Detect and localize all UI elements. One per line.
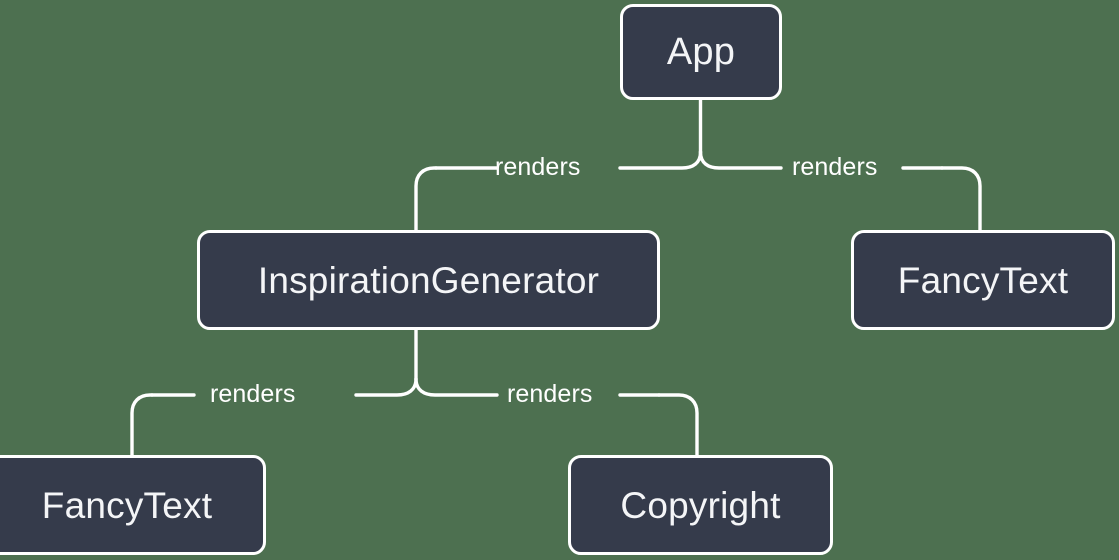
node-fancytext-right[interactable]: FancyText xyxy=(851,230,1115,330)
node-app[interactable]: App xyxy=(620,4,782,100)
edge-label-app-to-inspiration-generator: renders xyxy=(495,153,581,181)
edge-app-split-left xyxy=(618,150,703,170)
edge-label-inspiration-generator-to-fancytext-bottom: renders xyxy=(210,380,296,408)
node-fancytext-bottom[interactable]: FancyText xyxy=(0,455,266,555)
edge-ig-split-right xyxy=(414,377,499,397)
node-fancytext-right-label: FancyText xyxy=(897,259,1069,301)
node-inspiration-generator-label: InspirationGenerator xyxy=(257,259,600,301)
node-inspiration-generator[interactable]: InspirationGenerator xyxy=(197,230,660,330)
edge-app-split-right xyxy=(698,150,783,170)
edge-ig-split-left xyxy=(354,377,418,397)
node-copyright-label: Copyright xyxy=(620,484,781,526)
edge-label-inspiration-generator-to-copyright: renders xyxy=(507,380,593,408)
node-fancytext-bottom-label: FancyText xyxy=(41,484,213,526)
edge-ig-ftb-elbow xyxy=(130,393,154,458)
edge-app-ig-elbow xyxy=(414,166,438,232)
node-app-label: App xyxy=(666,31,736,73)
edge-label-app-to-fancytext-right: renders xyxy=(792,153,878,181)
edge-ig-copyright-elbow xyxy=(657,393,699,458)
edge-app-ft-elbow xyxy=(940,166,982,232)
node-copyright[interactable]: Copyright xyxy=(568,455,833,555)
